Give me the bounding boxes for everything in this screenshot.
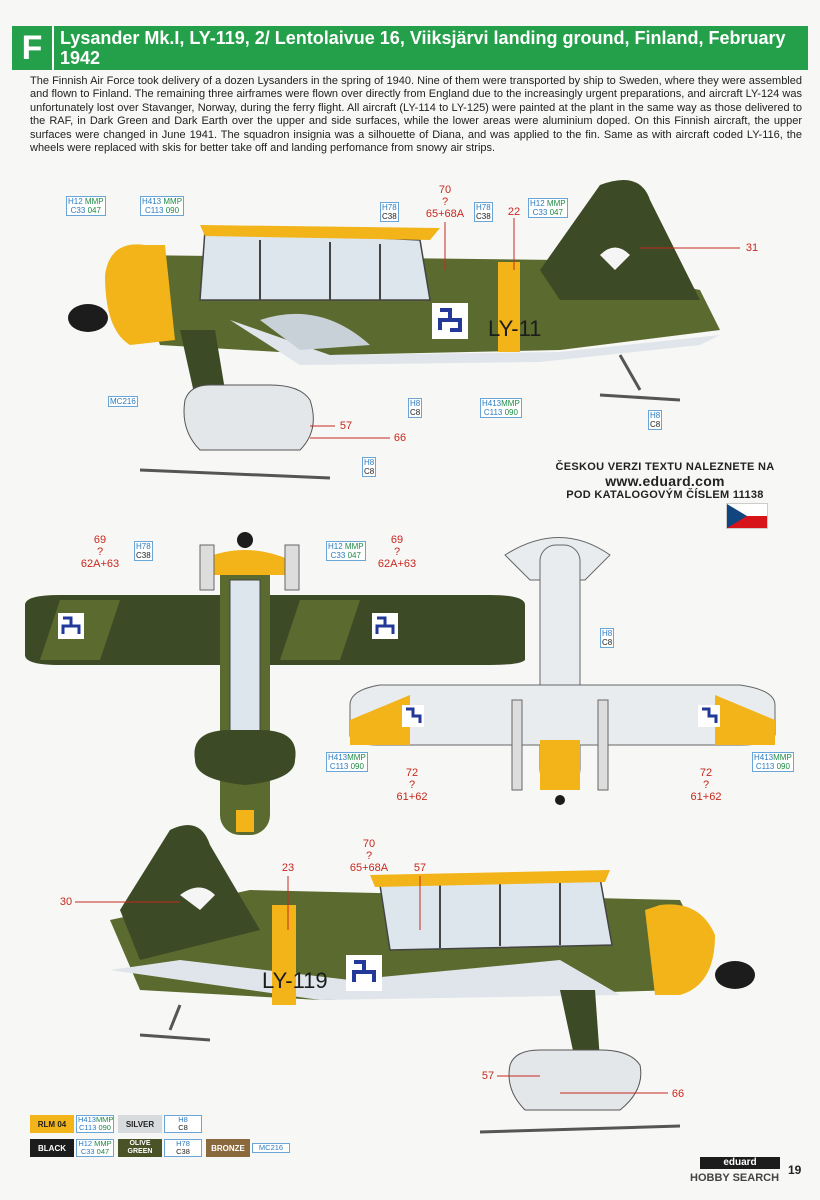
legend-code-mc216: MC216 bbox=[252, 1143, 290, 1153]
profile-title: Lysander Mk.I, LY-119, 2/ Lentolaivue 16… bbox=[60, 28, 786, 68]
czech-version-note: ČESKOU VERZI TEXTU NALEZNETE NA www.edua… bbox=[520, 460, 810, 502]
swatch-black: BLACK bbox=[30, 1139, 74, 1157]
side-profile-right: LY-11 bbox=[68, 180, 720, 480]
eduard-link[interactable]: www.eduard.com bbox=[605, 473, 725, 489]
code-box-h413: H413 MMP C113 090 bbox=[140, 196, 185, 216]
legend-code-h413: H413MMP C113 090 bbox=[76, 1115, 114, 1133]
code-box-h413-d: H413MMP C113 090 bbox=[752, 752, 794, 772]
code-box-h12: H12 MMP C33 047 bbox=[66, 196, 106, 216]
callout-31: 31 bbox=[745, 242, 759, 254]
code-box-h12-b: H12 MMP C33 047 bbox=[528, 198, 568, 218]
swatch-rlm04: RLM 04 bbox=[30, 1115, 74, 1133]
watermark: HOBBY SEARCH bbox=[690, 1172, 780, 1184]
fuselage-code-left: LY-119 bbox=[262, 968, 328, 993]
callout-66: 66 bbox=[393, 432, 407, 444]
callout-69-right: 69?62A+63 bbox=[377, 534, 417, 570]
callout-72-right: 72?61+62 bbox=[690, 767, 722, 803]
eduard-logo: eduard bbox=[700, 1157, 780, 1169]
legend-code-h12: H12 MMP C33 047 bbox=[76, 1139, 114, 1157]
callout-57-b: 57 bbox=[413, 862, 427, 874]
callout-57-c: 57 bbox=[481, 1070, 495, 1082]
code-box-h12-c: H12 MMP C33 047 bbox=[326, 541, 366, 561]
swatch-olive-green: OLIVE GREEN bbox=[118, 1139, 162, 1157]
callout-23: 23 bbox=[281, 862, 295, 874]
callout-70: 70?65+68A bbox=[425, 184, 465, 220]
callout-70-b: 70?65+68A bbox=[349, 838, 389, 874]
callout-30: 30 bbox=[59, 896, 73, 908]
code-box-mc216: MC216 bbox=[108, 396, 138, 407]
callout-69-left: 69?62A+63 bbox=[80, 534, 120, 570]
callout-leaders bbox=[75, 218, 740, 1094]
profile-header: F Lysander Mk.I, LY-119, 2/ Lentolaivue … bbox=[12, 26, 808, 70]
callout-57: 57 bbox=[339, 420, 353, 432]
code-box-h413-c: H413MMP C113 090 bbox=[326, 752, 368, 772]
swatch-silver: SILVER bbox=[118, 1115, 162, 1133]
swatch-bronze: BRONZE bbox=[206, 1139, 250, 1157]
callout-72-left: 72?61+62 bbox=[396, 767, 428, 803]
profile-letter: F bbox=[12, 26, 54, 70]
page-number: 19 bbox=[788, 1163, 802, 1177]
callout-66-b: 66 bbox=[671, 1088, 685, 1100]
top-view bbox=[25, 532, 525, 835]
intro-text: The Finnish Air Force took delivery of a… bbox=[30, 75, 802, 155]
czech-flag-icon bbox=[726, 503, 768, 529]
side-profile-left: LY-119 bbox=[110, 825, 755, 1134]
callout-22: 22 bbox=[507, 206, 521, 218]
fuselage-code: LY-11 bbox=[488, 316, 541, 341]
code-box-h413-b: H413MMP C113 090 bbox=[480, 398, 522, 418]
bottom-view bbox=[349, 537, 776, 805]
